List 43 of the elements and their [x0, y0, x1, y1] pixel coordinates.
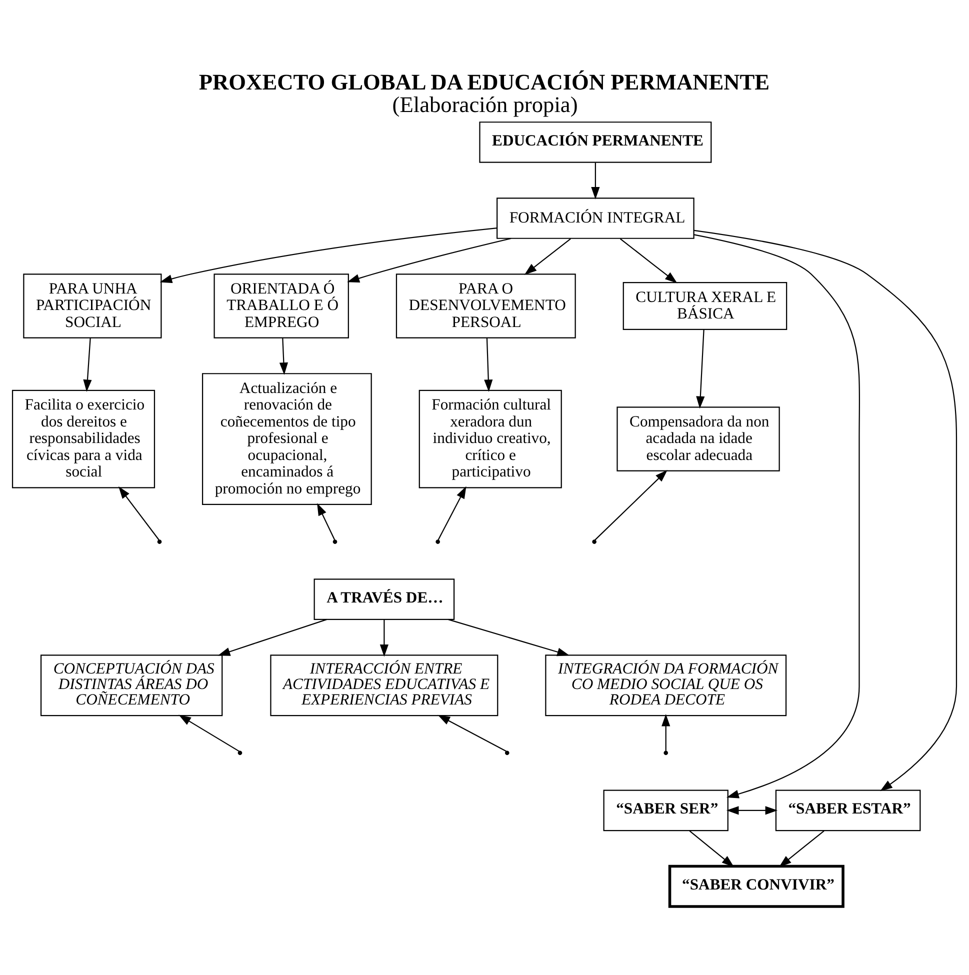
- node-box: ORIENTADA Ó TRABALLO E Ó EMPREGO: [214, 274, 349, 338]
- arrow: [317, 503, 336, 540]
- arrow: [438, 714, 506, 752]
- node-box: Facilita o exercicio dos dereitos e responsabilidades cívicas para a vida social: [12, 390, 156, 488]
- arrow: [438, 486, 466, 540]
- node-box: “SABER ESTAR”: [775, 790, 921, 832]
- node-box: PARA UNHA PARTICIPACIÓN SOCIAL: [23, 274, 162, 338]
- arrow: [696, 330, 705, 409]
- arrow: [689, 830, 734, 868]
- node-box: “SABER CONVIVIR”: [668, 864, 844, 908]
- arrow: [694, 234, 860, 798]
- node-box: EDUCACIÓN PERMANENTE: [479, 122, 712, 163]
- arrow: [178, 714, 240, 752]
- arrow: [279, 338, 288, 375]
- node-box: Formación cultural xeradora dun individuo creativo, crítico e participativo: [418, 390, 562, 488]
- node-box: CULTURA XERAL E BÁSICA: [622, 282, 788, 330]
- arrow: [380, 619, 388, 657]
- arrow: [160, 227, 497, 284]
- node-box: PARA O DESENVOLVEMENTO PERSOAL: [396, 274, 576, 338]
- arrow: [726, 806, 778, 815]
- node-box: A TRAVÉS DE…: [314, 578, 455, 620]
- arrow: [83, 338, 92, 392]
- arrow: [620, 238, 678, 284]
- arrow: [662, 714, 670, 751]
- arrow: [448, 618, 570, 656]
- node-box: Compensadora da non acadada na idade escolar adecuada: [616, 406, 780, 472]
- arrow: [484, 338, 493, 392]
- node-box: “SABER SER”: [603, 790, 728, 832]
- arrow: [779, 830, 824, 868]
- arrow: [218, 618, 328, 656]
- arrow: [524, 238, 571, 275]
- node-box: FORMACIÓN INTEGRAL: [496, 198, 694, 239]
- arrow: [118, 486, 160, 540]
- arrow: [694, 230, 958, 792]
- node-box: INTERACCIÓN ENTRE ACTIVIDADES EDUCATIVAS E EXPERIENCIAS PREVIAS: [270, 654, 498, 716]
- arrow: [347, 238, 512, 282]
- diagram-title: PROXECTO GLOBAL DA EDUCACIÓN PERMANENTE: [198, 70, 770, 95]
- caption: (Elaboración propia): [392, 92, 578, 118]
- node-box: Actualización e renovación de coñecementos de tipo profesional e ocupacional, encaminados á promoción no emprego: [202, 373, 372, 505]
- node-box: CONCEPTUACIÓN DAS DISTINTAS ÁREAS DO COÑECEMENTO: [40, 654, 223, 716]
- arrow: [594, 470, 668, 541]
- node-box: INTEGRACIÓN DA FORMACIÓN CO MEDIO SOCIAL QUE OS RODEA DECOTE: [545, 654, 787, 716]
- arrow: [591, 162, 600, 200]
